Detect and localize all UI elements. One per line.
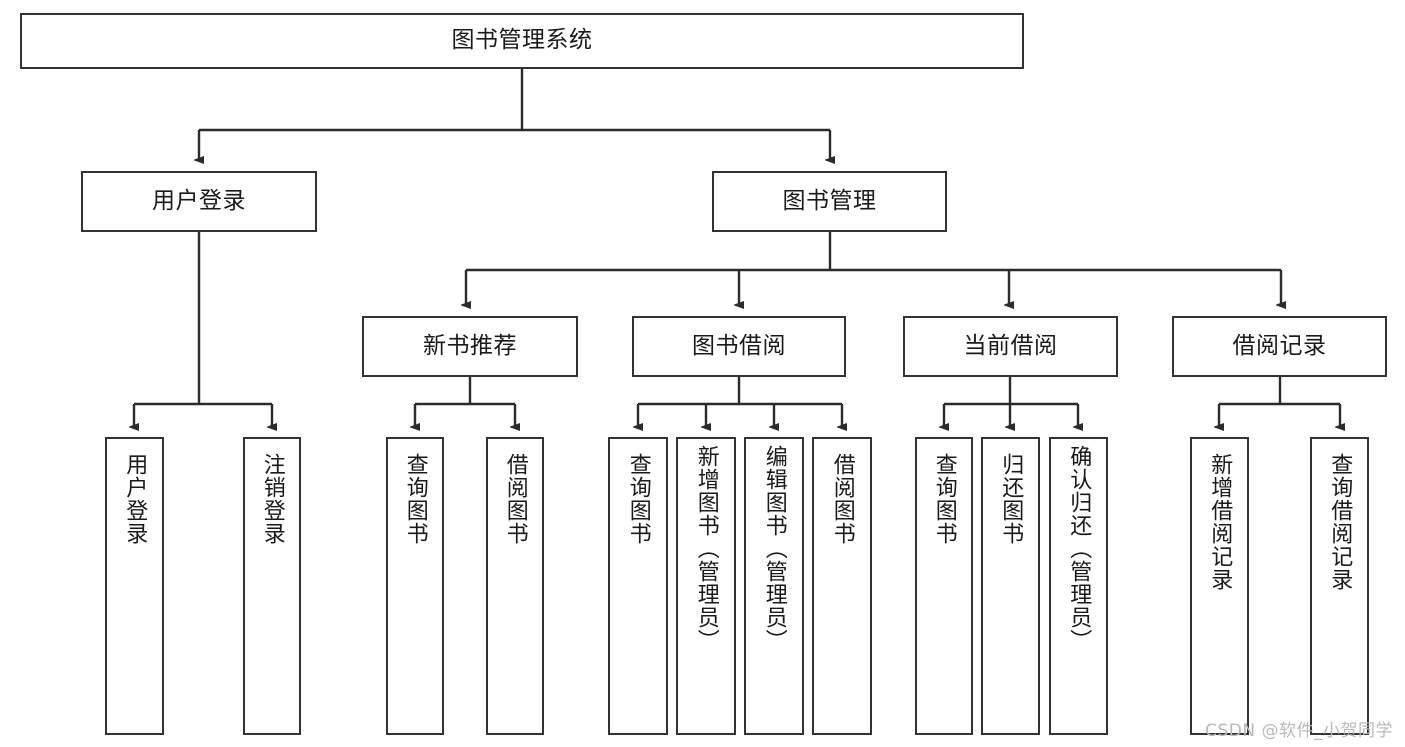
node-leaf-confirm-return[interactable]: 确认归还（管理员） bbox=[1049, 437, 1108, 735]
node-leaf-query-record[interactable]: 查询借阅记录 bbox=[1310, 437, 1369, 735]
node-new-book-recommend[interactable]: 新书推荐 bbox=[362, 316, 578, 377]
node-leaf-query-book-1[interactable]: 查询图书 bbox=[386, 437, 444, 735]
node-leaf-user-login[interactable]: 用户登录 bbox=[105, 437, 164, 735]
node-leaf-logout[interactable]: 注销登录 bbox=[243, 437, 301, 735]
node-leaf-query-book-3-label: 查询图书 bbox=[931, 453, 957, 545]
node-leaf-query-book-3[interactable]: 查询图书 bbox=[915, 437, 973, 735]
node-leaf-query-book-1-label: 查询图书 bbox=[402, 453, 428, 545]
node-leaf-return-book[interactable]: 归还图书 bbox=[981, 437, 1040, 735]
node-book-management-label: 图书管理 bbox=[782, 187, 877, 214]
node-leaf-logout-label: 注销登录 bbox=[259, 453, 285, 545]
node-book-borrow[interactable]: 图书借阅 bbox=[632, 316, 846, 377]
node-leaf-edit-book-label: 编辑图书（管理员） bbox=[761, 445, 787, 652]
node-new-book-recommend-label: 新书推荐 bbox=[423, 332, 517, 359]
node-leaf-add-record[interactable]: 新增借阅记录 bbox=[1190, 437, 1249, 735]
node-user-login[interactable]: 用户登录 bbox=[81, 171, 317, 232]
node-leaf-borrow-book-2-label: 借阅图书 bbox=[829, 453, 855, 545]
node-leaf-borrow-book-1-label: 借阅图书 bbox=[502, 453, 528, 545]
node-leaf-add-record-label: 新增借阅记录 bbox=[1207, 453, 1233, 591]
node-leaf-edit-book[interactable]: 编辑图书（管理员） bbox=[744, 437, 804, 735]
node-current-borrow[interactable]: 当前借阅 bbox=[903, 316, 1118, 377]
node-leaf-query-record-label: 查询借阅记录 bbox=[1327, 453, 1353, 591]
csdn-watermark: CSDN @软件_小贺同学 bbox=[1205, 721, 1393, 741]
node-leaf-add-book[interactable]: 新增图书（管理员） bbox=[676, 437, 736, 735]
node-leaf-add-book-label: 新增图书（管理员） bbox=[693, 445, 719, 652]
node-borrow-record-label: 借阅记录 bbox=[1232, 332, 1327, 359]
node-root[interactable]: 图书管理系统 bbox=[20, 13, 1024, 69]
node-current-borrow-label: 当前借阅 bbox=[963, 332, 1058, 359]
node-root-label: 图书管理系统 bbox=[451, 27, 593, 54]
node-leaf-user-login-label: 用户登录 bbox=[122, 453, 148, 545]
node-leaf-borrow-book-2[interactable]: 借阅图书 bbox=[812, 437, 872, 735]
node-leaf-confirm-return-label: 确认归还（管理员） bbox=[1066, 445, 1092, 652]
node-borrow-record[interactable]: 借阅记录 bbox=[1172, 316, 1387, 377]
node-book-management[interactable]: 图书管理 bbox=[712, 171, 947, 232]
node-user-login-label: 用户登录 bbox=[152, 187, 246, 214]
node-leaf-borrow-book-1[interactable]: 借阅图书 bbox=[486, 437, 544, 735]
node-leaf-query-book-2-label: 查询图书 bbox=[625, 453, 651, 545]
node-leaf-query-book-2[interactable]: 查询图书 bbox=[608, 437, 668, 735]
node-book-borrow-label: 图书借阅 bbox=[692, 332, 786, 359]
node-leaf-return-book-label: 归还图书 bbox=[998, 453, 1024, 545]
